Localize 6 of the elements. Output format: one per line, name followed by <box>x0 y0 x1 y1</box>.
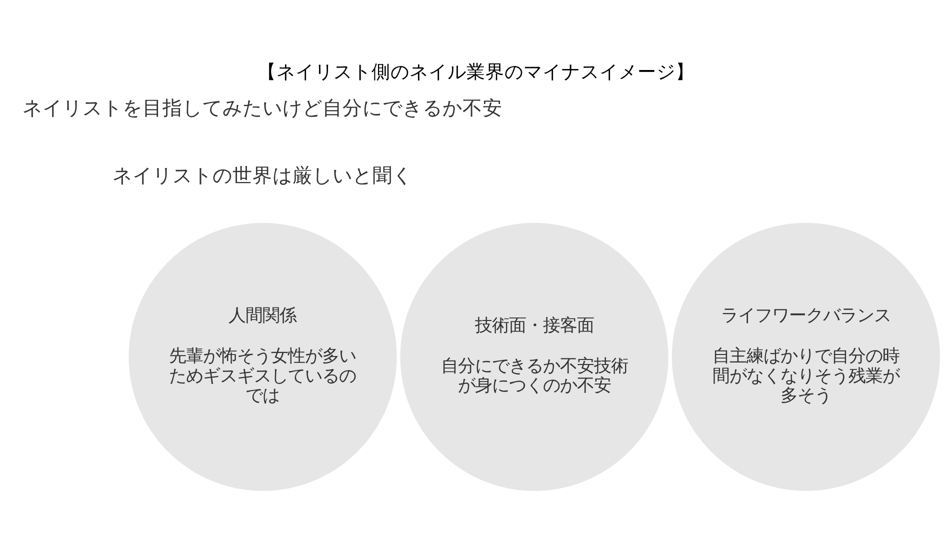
node-circle: 人間関係 先輩が怖そう女性が多いためギスギスしているのでは <box>128 222 397 491</box>
label: ネイリストを目指してみたいけど自分にできるか不安 <box>22 96 503 120</box>
label: ネイリストの世界は厳しいと聞く <box>112 164 413 187</box>
diagram-title: 【ネイリスト側のネイル業界のマイナスイメージ】 <box>258 62 694 84</box>
node-circle: ライフワークバランス 自主練ばかりで自分の時間がなくなりそう残業が多そう <box>672 222 940 491</box>
node-circle: 技術面・接客面 自分にできるか不安技術が身につくのか不安 <box>400 222 668 491</box>
